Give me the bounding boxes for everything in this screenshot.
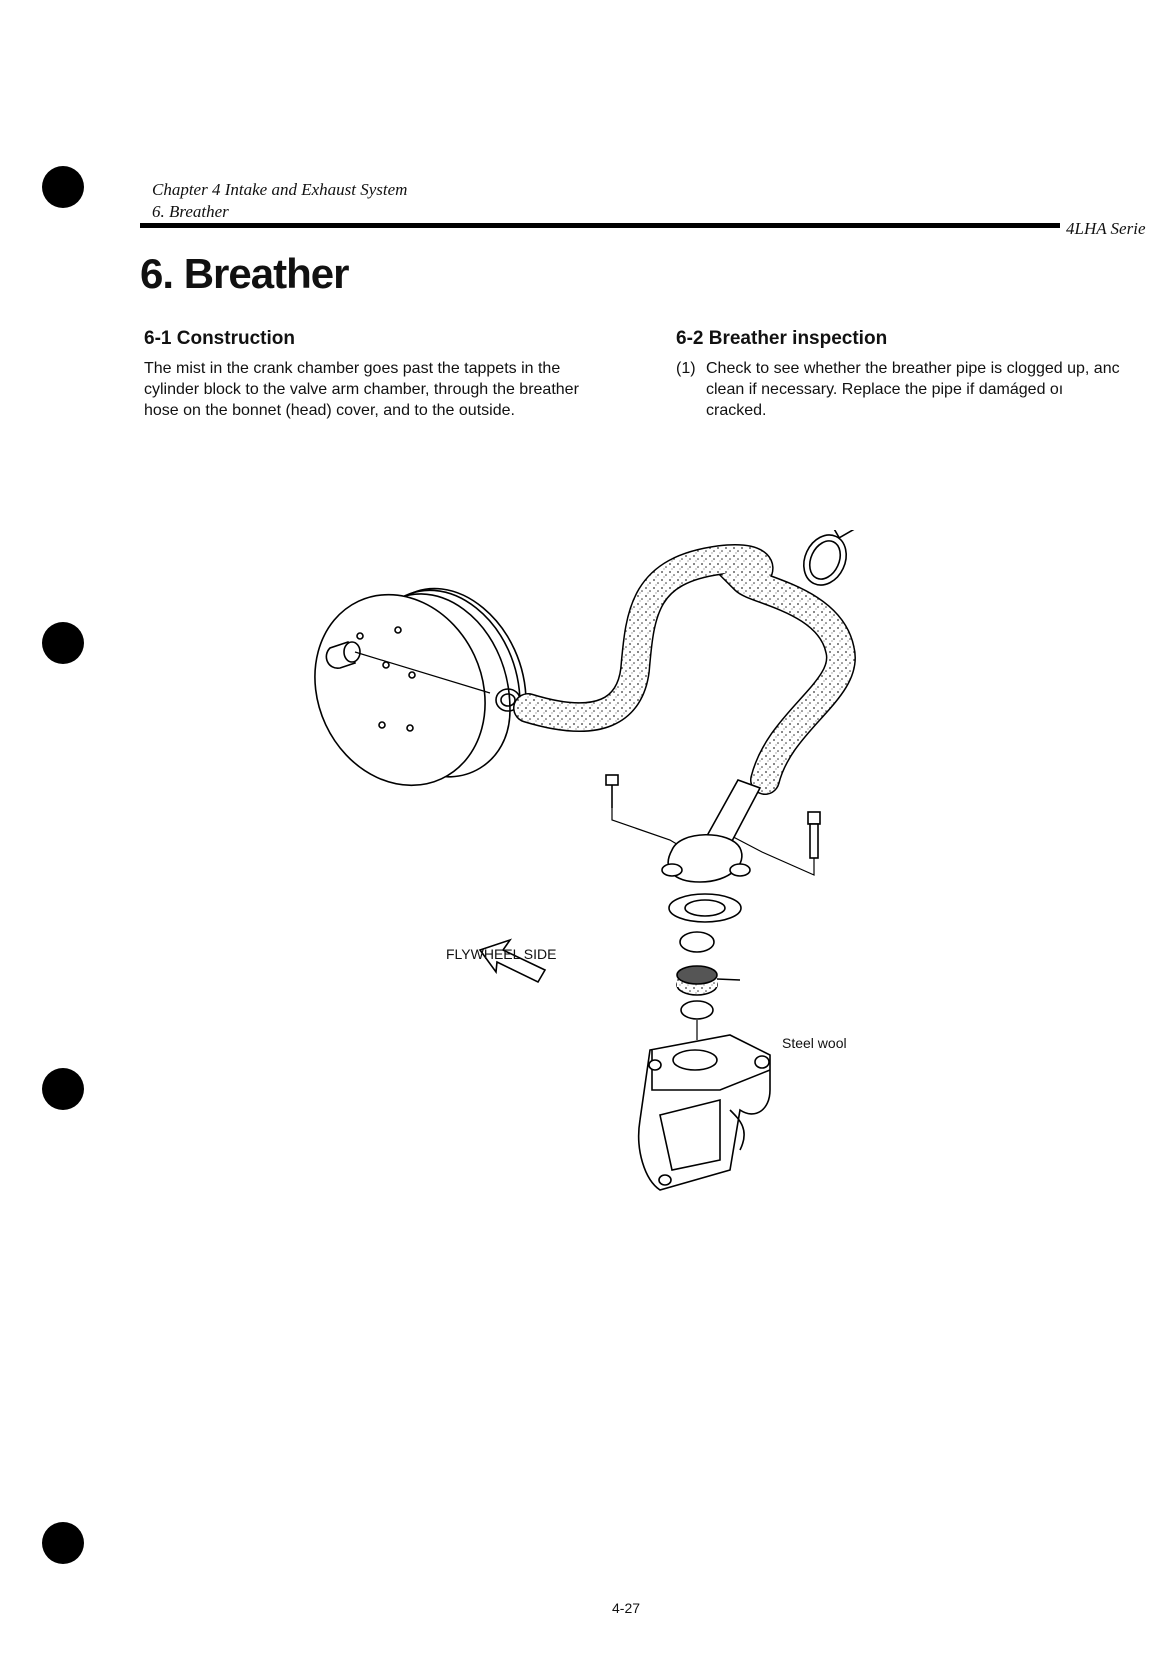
inspection-line-3: cracked. bbox=[706, 402, 767, 419]
flywheel-side-label: FLYWHEEL SIDE bbox=[446, 946, 557, 962]
page-number: 4-27 bbox=[612, 1600, 641, 1616]
punch-hole bbox=[42, 622, 84, 664]
construction-line-1: The mist in the crank chamber goes past … bbox=[144, 360, 561, 377]
breather-pipe-fitting bbox=[661, 779, 762, 883]
punch-hole bbox=[42, 1522, 84, 1564]
page-title: 6. Breather bbox=[140, 250, 349, 297]
lower-plate bbox=[680, 1000, 714, 1020]
hose-clamp-upper bbox=[803, 530, 863, 586]
header-rule bbox=[140, 223, 1060, 228]
bonnet-cover bbox=[314, 587, 527, 787]
steel-wool-label: Steel wool bbox=[782, 1035, 847, 1051]
steel-wool-element bbox=[676, 965, 741, 996]
header-section: 6. Breather bbox=[152, 202, 229, 221]
header-chapter: Chapter 4 Intake and Exhaust System bbox=[152, 180, 408, 199]
intake-manifold bbox=[637, 1034, 771, 1191]
gasket bbox=[668, 893, 742, 923]
construction-line-2: cylinder block to the valve arm chamber,… bbox=[144, 381, 579, 398]
inspection-item-number: (1) bbox=[676, 360, 696, 377]
plate bbox=[679, 931, 715, 953]
punch-hole bbox=[42, 1068, 84, 1110]
inspection-heading: 6-2 Breather inspection bbox=[676, 328, 888, 349]
bolt-left bbox=[605, 774, 691, 853]
bolt-right bbox=[719, 811, 821, 876]
construction-line-3: hose on the bonnet (head) cover, and to … bbox=[144, 402, 515, 419]
punch-hole bbox=[42, 166, 84, 208]
inspection-line-2: clean if necessary. Replace the pipe if … bbox=[706, 381, 1064, 398]
header-series: 4LHA Serie bbox=[1066, 219, 1146, 238]
breather-exploded-diagram bbox=[314, 530, 863, 1191]
flywheel-direction-arrow bbox=[478, 938, 547, 984]
inspection-line-1: Check to see whether the breather pipe i… bbox=[706, 360, 1120, 377]
construction-heading: 6-1 Construction bbox=[144, 328, 295, 349]
